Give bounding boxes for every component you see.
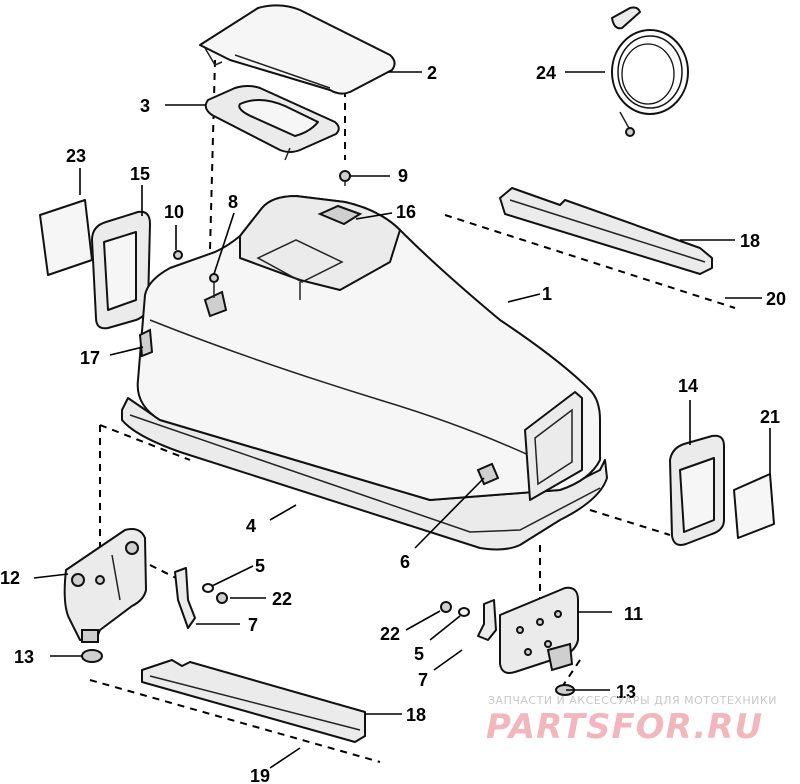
part-24-cable <box>611 6 689 137</box>
callout-2: 2 <box>427 63 437 83</box>
callout-11: 11 <box>624 604 643 624</box>
callout-15: 15 <box>130 164 150 184</box>
callout-5-left: 5 <box>255 556 265 576</box>
part-3-gasket <box>204 85 340 161</box>
callout-8: 8 <box>228 192 238 212</box>
part-5-washer-right <box>458 607 470 617</box>
part-2-top-cover <box>199 4 396 95</box>
part-18-seal-strip-bottom <box>141 659 366 743</box>
part-13-bumper-left <box>81 649 103 663</box>
callout-13-right: 13 <box>616 682 636 702</box>
callout-6: 6 <box>400 552 410 572</box>
callout-22-left: 22 <box>272 589 292 609</box>
part-9-screw <box>339 170 351 186</box>
leader-lines <box>33 71 771 769</box>
callout-5-right: 5 <box>414 644 424 664</box>
callout-18-bottom: 18 <box>406 705 426 725</box>
part-10-fitting <box>173 250 183 260</box>
part-12-left-bracket <box>63 528 147 643</box>
callout-24: 24 <box>536 63 556 83</box>
callout-numbers: 1 2 3 4 5 5 6 7 7 8 9 10 11 12 13 13 14 … <box>0 63 786 784</box>
watermark-brand: PARTSFOR.RU <box>486 707 763 747</box>
part-1-engine-cowl <box>121 195 608 551</box>
callout-9: 9 <box>398 166 408 186</box>
callout-18-top: 18 <box>740 231 760 251</box>
callout-7-left: 7 <box>248 615 258 635</box>
callout-16: 16 <box>396 202 416 222</box>
callout-17: 17 <box>80 348 100 368</box>
part-18-seal-strip-top <box>499 187 713 275</box>
part-14-rear-panel <box>669 434 725 546</box>
callout-22-right: 22 <box>380 624 400 644</box>
callout-21: 21 <box>760 407 780 427</box>
part-15-side-panel <box>91 210 151 330</box>
watermark: ЗАПЧАСТИ И АКСЕССУАРЫ ДЛЯ МОТОТЕХНИКИ PA… <box>486 694 777 747</box>
callout-10: 10 <box>164 202 184 222</box>
part-22-screw-right <box>440 601 452 613</box>
callout-4: 4 <box>246 516 256 536</box>
part-21-decal <box>733 473 775 539</box>
callout-1: 1 <box>542 284 552 304</box>
callout-20: 20 <box>766 289 786 309</box>
callout-14: 14 <box>678 376 698 396</box>
part-11-right-bracket <box>499 586 579 674</box>
part-22-screw-left <box>216 592 228 604</box>
part-23-decal <box>39 199 93 276</box>
callout-13-left: 13 <box>14 647 34 667</box>
callout-3: 3 <box>140 96 150 116</box>
callout-7-right: 7 <box>418 670 428 690</box>
callout-19: 19 <box>250 766 270 784</box>
watermark-tagline: ЗАПЧАСТИ И АКСЕССУАРЫ ДЛЯ МОТОТЕХНИКИ <box>488 694 777 707</box>
part-5-washer-left <box>202 583 214 593</box>
part-7-clip-left <box>174 567 196 629</box>
callout-12: 12 <box>0 568 20 588</box>
part-7-clip-right <box>477 599 497 641</box>
callout-23: 23 <box>66 146 86 166</box>
